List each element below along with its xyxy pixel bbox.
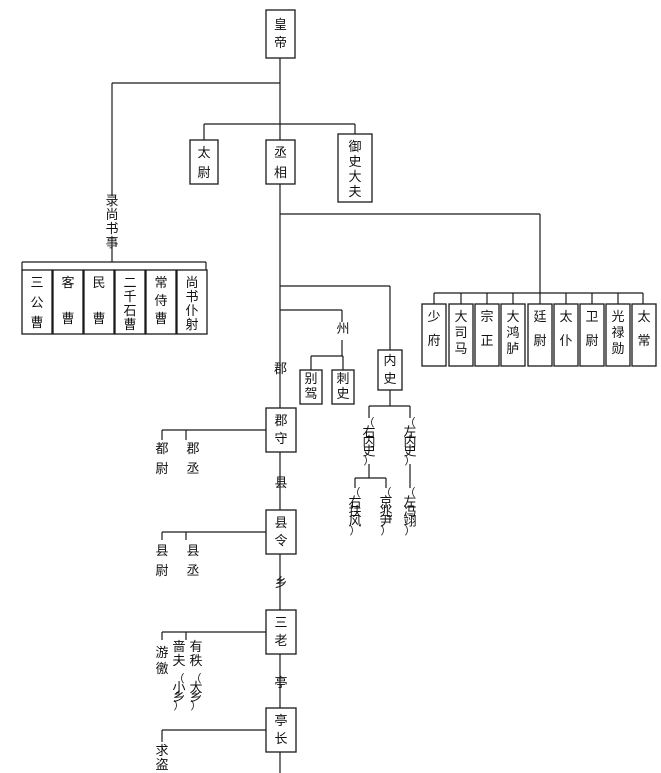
zhou-label: 州 <box>336 322 349 337</box>
guanglu-box <box>605 303 631 367</box>
juncheng-label: 郡丞 <box>186 442 199 477</box>
puye-box <box>176 269 208 335</box>
connector-lines <box>21 58 644 773</box>
emperor-box <box>265 9 296 59</box>
sanlao-box <box>265 609 297 655</box>
erqianshi-box <box>114 269 146 335</box>
taiwei-box <box>189 139 219 185</box>
zuofengyi-label: （左冯翊） <box>403 486 416 537</box>
kecao-label: 客曹 <box>61 275 74 327</box>
chengxiang-box <box>265 139 296 185</box>
weiwei-label: 卫尉 <box>585 310 598 349</box>
dahonglu-label: 大鸿胪 <box>506 310 519 357</box>
kecao-box <box>52 269 84 335</box>
changshi-label: 常侍曹 <box>154 276 167 327</box>
cishi-box <box>331 369 355 405</box>
changshi-box <box>145 269 177 335</box>
daxiang-label: （大乡） <box>189 672 202 712</box>
taichang-box <box>631 303 657 367</box>
sanlao-label: 三老 <box>274 616 287 649</box>
emperor-label: 皇帝 <box>274 18 287 51</box>
erqianshi-label: 二千石曹 <box>123 276 136 333</box>
youjiao-label: 游徼 <box>155 646 168 677</box>
xian-label: 县 <box>274 476 287 491</box>
jun-label: 郡 <box>274 362 287 377</box>
jingzhao-label: （京兆尹） <box>379 486 392 537</box>
puye-label: 尚书仆射 <box>185 276 198 333</box>
junshou-box <box>265 407 297 453</box>
xianling-label: 县令 <box>274 516 287 549</box>
xiancheng-label: 县丞 <box>186 544 199 579</box>
youfufeng-label: （右扶风） <box>348 486 361 537</box>
chengxiang-label: 丞相 <box>274 146 287 181</box>
node-boxes <box>21 9 657 753</box>
zongzheng-box <box>474 303 500 367</box>
ting-label: 亭 <box>274 675 287 691</box>
sefu-label: 啬夫 <box>172 640 185 669</box>
cishi-label: 刺史 <box>336 372 349 402</box>
younei-label: （右内史） <box>362 416 375 467</box>
sangong-box <box>21 269 53 335</box>
youzhi-label: 有秩 <box>189 640 202 669</box>
dahonglu-box <box>500 303 526 367</box>
shaofu-box <box>421 303 447 367</box>
biejia-label: 别驾 <box>304 372 317 402</box>
xianwei-label: 县尉 <box>155 544 168 579</box>
dasima-label: 大司马 <box>454 310 467 357</box>
xiang-label: 乡 <box>274 576 287 591</box>
junshou-label: 郡守 <box>274 414 287 447</box>
node-labels: 皇帝 太尉 丞相 御史大夫 录尚书事 三公曹 客曹 民曹 二千石曹 常侍曹 尚书… <box>30 18 650 773</box>
dasima-box <box>448 303 474 367</box>
mincao-label: 民曹 <box>92 276 105 327</box>
weiwei-box <box>579 303 605 367</box>
duwei-label: 都尉 <box>155 442 168 477</box>
zongzheng-label: 宗正 <box>480 309 493 349</box>
guanglu-label: 光禄勋 <box>611 310 624 357</box>
taichang-label: 太常 <box>637 310 650 349</box>
yushi-box <box>337 133 373 203</box>
sangong-label: 三公曹 <box>30 276 43 331</box>
lushangshu-label: 录尚书事 <box>105 194 118 251</box>
tingzhang-label: 亭长 <box>274 713 287 747</box>
neishi-box <box>377 349 403 391</box>
taipu-label: 太仆 <box>559 310 572 349</box>
taiwei-label: 太尉 <box>197 146 210 181</box>
shaofu-label: 少府 <box>427 310 440 349</box>
biejia-box <box>299 369 323 405</box>
qiudao-label: 求盗 <box>155 744 168 773</box>
yushi-label: 御史大夫 <box>348 140 361 200</box>
xianling-box <box>265 509 297 555</box>
taipu-box <box>553 303 579 367</box>
xiaoxiang-label: （小乡） <box>172 672 185 712</box>
zuonei-label: （左内史） <box>403 416 416 467</box>
tingzhang-box <box>265 707 297 753</box>
tingwei-box <box>527 303 553 367</box>
neishi-label: 内史 <box>383 353 396 387</box>
tingwei-label: 廷尉 <box>533 310 546 349</box>
mincao-box <box>83 269 115 335</box>
